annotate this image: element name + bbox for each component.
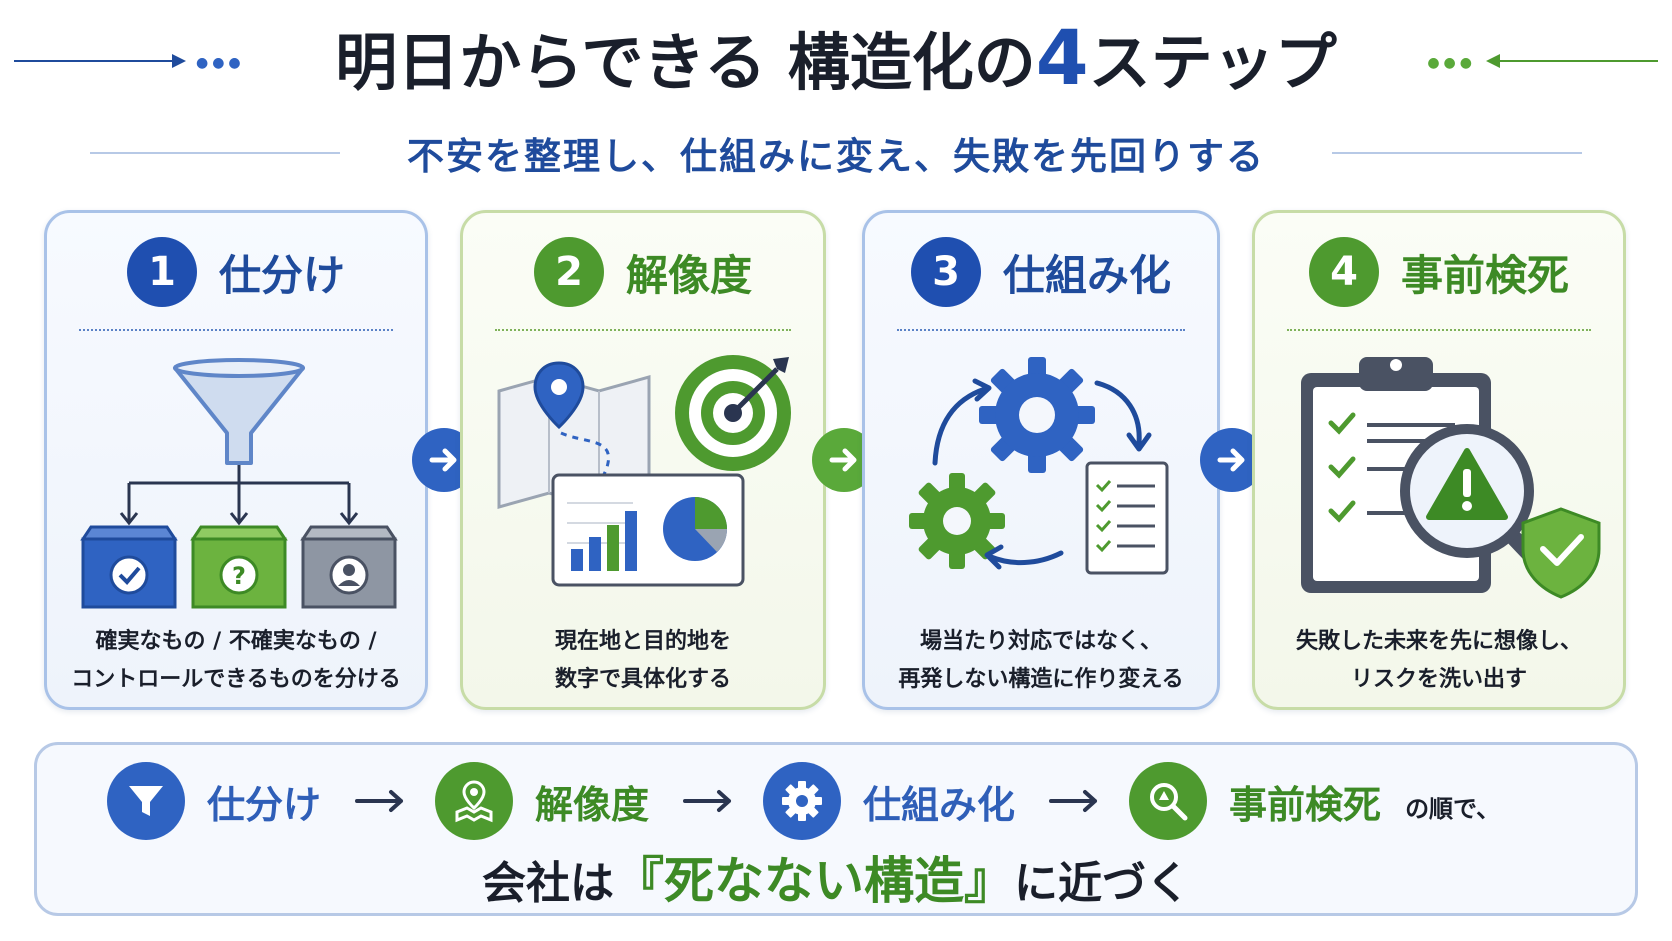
checklist-icon: [1085, 461, 1169, 575]
title-tail-text: ステップ: [1088, 26, 1337, 99]
svg-text:?: ?: [232, 562, 246, 590]
summary-step-label: 解像度: [535, 782, 650, 827]
check-box-icon: [80, 525, 178, 609]
step-number-badge: 1: [126, 237, 197, 307]
step-header: 1 仕分け: [47, 237, 425, 307]
summary-gear-badge: [763, 762, 842, 840]
title-main-text: 明日からできる 構造化の: [335, 26, 1036, 99]
divider: [1287, 329, 1591, 331]
step-header: 4 事前検死: [1255, 237, 1623, 307]
step-description: 場当たり対応ではなく、 再発しない構造に作り変える: [875, 623, 1207, 699]
title-number: 4: [1035, 13, 1089, 102]
step-number-badge: 2: [533, 237, 604, 307]
summary-step-label: 仕分け: [207, 782, 322, 827]
step-card-3: 3 仕組み化: [862, 210, 1220, 710]
branch-arrows-icon: [119, 465, 359, 526]
step-description: 確実なもの / 不確実なもの / コントロールできるものを分ける: [57, 623, 415, 699]
map-pin-icon: [533, 361, 585, 430]
step-description-line: 場当たり対応ではなく、: [919, 629, 1162, 654]
bar-pie-chart-icon: [551, 473, 745, 587]
conclusion-post: に近づく: [1014, 858, 1190, 909]
person-box-icon: [300, 525, 398, 609]
summary-funnel-badge: [107, 762, 185, 840]
arrow-right-icon: [1049, 790, 1098, 812]
title-decor-line-right: [1488, 60, 1658, 62]
summary-tail: の順で、: [1405, 794, 1501, 823]
step-card-1: 1 仕分け: [44, 210, 428, 710]
summary-search-badge: [1129, 762, 1208, 840]
divider: [495, 329, 791, 331]
divider: [79, 329, 393, 331]
step-description-line: 失敗した未来を先に想像し、: [1295, 629, 1582, 654]
step-illustration: [1255, 343, 1623, 613]
subtitle-line-left: [90, 152, 340, 154]
arrow-right-icon: [683, 790, 732, 812]
target-icon: [675, 355, 791, 471]
funnel-icon: [129, 786, 163, 816]
step-illustration: ?: [47, 343, 425, 613]
step-description: 失敗した未来を先に想像し、 リスクを洗い出す: [1265, 623, 1613, 699]
gear-icon: [979, 357, 1095, 473]
subtitle-row: 不安を整理し、仕組みに変え、失敗を先回りする: [0, 118, 1672, 178]
step-title: 事前検死: [1400, 250, 1569, 300]
summary-box: 仕分け 解像度: [34, 742, 1638, 916]
title-row: ●●● 明日からできる 構造化の4ステップ ●●●: [0, 10, 1672, 110]
step-header: 2 解像度: [463, 237, 823, 307]
step-title: 仕分け: [218, 250, 345, 300]
step-number-badge: 3: [910, 237, 981, 307]
step-number-badge: 4: [1308, 237, 1379, 307]
step-description-line: リスクを洗い出す: [1350, 667, 1527, 692]
step-illustration: [865, 343, 1217, 613]
step-header: 3 仕組み化: [865, 237, 1217, 307]
question-box-icon: ?: [190, 525, 288, 609]
step-illustration: [463, 343, 823, 613]
step-title: 解像度: [625, 250, 752, 300]
step-description: 現在地と目的地を 数字で具体化する: [473, 623, 813, 699]
subtitle: 不安を整理し、仕組みに変え、失敗を先回りする: [407, 135, 1265, 178]
conclusion: 会社は『死なない構造』に近づく: [37, 841, 1635, 913]
page-title: 明日からできる 構造化の4ステップ: [250, 18, 1422, 103]
summary-step-label: 事前検死: [1229, 782, 1382, 827]
step-description-line: 数字で具体化する: [554, 667, 731, 692]
title-decor-dots-left: ●●●: [196, 55, 245, 71]
subtitle-line-right: [1332, 152, 1582, 154]
step-description-line: 確実なもの / 不確実なもの /: [95, 629, 377, 654]
gear-icon: [782, 781, 823, 821]
step-description-line: コントロールできるものを分ける: [71, 667, 401, 692]
title-decor-arrow-left: [172, 54, 186, 68]
funnel-icon: [173, 358, 305, 465]
arrow-right-icon: [1217, 448, 1245, 472]
cycle-arrows-icon: [932, 378, 1152, 570]
map-pin-icon: [455, 780, 493, 823]
conclusion-highlight: 『死なない構造』: [614, 852, 1014, 910]
divider: [897, 329, 1185, 331]
title-decor-line-left: [14, 60, 184, 62]
step-card-4: 4 事前検死: [1252, 210, 1626, 710]
step-description-line: 現在地と目的地を: [554, 629, 731, 654]
arrow-right-icon: [829, 448, 857, 472]
arrow-right-icon: [429, 448, 457, 472]
step-description-line: 再発しない構造に作り変える: [898, 667, 1184, 692]
conclusion-pre: 会社は: [482, 858, 614, 909]
step-title: 仕組み化: [1002, 250, 1171, 300]
summary-map-badge: [435, 762, 514, 840]
shield-check-icon: [1521, 507, 1601, 599]
search-icon: [1150, 783, 1188, 821]
summary-step-label: 仕組み化: [863, 782, 1016, 827]
summary-flow: 仕分け 解像度: [107, 759, 1500, 843]
step-card-2: 2 解像度: [460, 210, 826, 710]
arrow-right-icon: [355, 790, 404, 812]
gear-icon: [909, 473, 1005, 569]
title-decor-dots-right: ●●●: [1427, 55, 1476, 71]
